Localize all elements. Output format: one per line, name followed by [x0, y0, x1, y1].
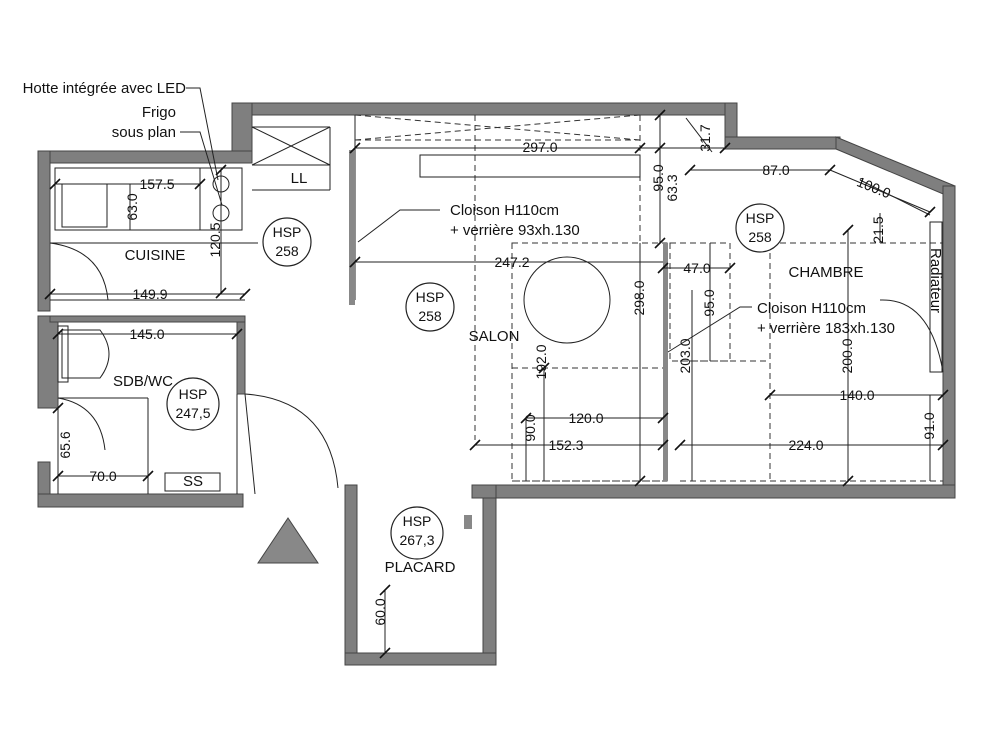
- dim-120: 120.0: [568, 410, 603, 426]
- note-hotte: Hotte intégrée avec LED: [23, 80, 187, 97]
- wall-placard-stub: [471, 484, 497, 499]
- hsp-cuisine-value: 258: [275, 243, 299, 259]
- hsp-markers: HSP 258 HSP 258 HSP 258 HSP 247,5 HSP 26…: [166, 203, 785, 560]
- dim-145: 145.0: [129, 326, 164, 342]
- note-frigo-1: Frigo: [142, 104, 176, 121]
- dimension-lines: [50, 87, 943, 653]
- note-cloison1-1: Cloison H110cm: [450, 202, 559, 219]
- dim-298: 298.0: [631, 280, 647, 315]
- dim-21-5: 21.5: [870, 216, 886, 243]
- verriere-1: [349, 150, 355, 305]
- dim-91: 91.0: [921, 412, 937, 439]
- dim-63: 63.0: [124, 193, 140, 220]
- wall-sdb-right: [236, 315, 246, 395]
- dim-70: 70.0: [89, 468, 116, 484]
- verriere-2: [663, 243, 668, 481]
- label-radiateur: Radiateur: [927, 248, 944, 313]
- dim-247-2: 247.2: [494, 254, 529, 270]
- room-salon: SALON: [469, 328, 520, 345]
- wall-top-bedroom: [724, 136, 841, 150]
- dimension-ticks: [44, 109, 949, 659]
- wall-sdb-top: [49, 315, 246, 323]
- dim-152-3: 152.3: [548, 437, 583, 453]
- dim-120-5: 120.5: [207, 222, 223, 257]
- dim-192: 192.0: [533, 344, 549, 379]
- hsp-placard-label: HSP: [403, 513, 432, 529]
- wall-top-kitchen: [37, 150, 253, 164]
- entrance-arrow-icon: [257, 517, 319, 564]
- dimension-values: 297.0 31.7 87.0 100.0 95.0 63.3 21.5 157…: [57, 124, 937, 625]
- room-labels: CUISINE SALON CHAMBRE SDB/WC PLACARD LL …: [113, 170, 944, 576]
- dim-224: 224.0: [788, 437, 823, 453]
- note-cloison2-1: Cloison H110cm: [757, 300, 866, 317]
- wall-diagonal: [835, 136, 956, 197]
- room-placard: PLACARD: [385, 559, 456, 576]
- dim-100: 100.0: [855, 173, 894, 201]
- note-frigo-2: sous plan: [112, 124, 176, 141]
- wall-placard-bottom: [344, 652, 497, 666]
- room-cuisine: CUISINE: [125, 247, 186, 264]
- wall-bottom-sdb: [37, 493, 244, 508]
- hsp-sdb-label: HSP: [179, 386, 208, 402]
- room-ss: SS: [183, 473, 203, 490]
- wall-placard-right: [482, 484, 497, 666]
- dim-200: 200.0: [839, 338, 855, 373]
- note-cloison2-2: + verrière 183xh.130: [757, 320, 895, 337]
- dim-47: 47.0: [683, 260, 710, 276]
- dim-87: 87.0: [762, 162, 789, 178]
- walls: [37, 102, 956, 666]
- hsp-salon-label: HSP: [416, 289, 445, 305]
- dim-297: 297.0: [522, 139, 557, 155]
- wall-right: [942, 185, 956, 499]
- annotations: Hotte intégrée avec LED Frigo sous plan …: [23, 80, 895, 337]
- hsp-sdb-value: 247,5: [175, 405, 210, 421]
- wall-left: [37, 150, 51, 312]
- hsp-chambre-value: 258: [748, 229, 772, 245]
- dim-90: 90.0: [522, 414, 538, 441]
- room-ll: LL: [291, 170, 308, 187]
- dim-157-5: 157.5: [139, 176, 174, 192]
- dim-31-7: 31.7: [697, 124, 713, 151]
- hsp-salon-value: 258: [418, 308, 442, 324]
- wall-left-mid: [37, 315, 59, 409]
- dim-63-3: 63.3: [664, 174, 680, 201]
- interior-lines: [49, 114, 944, 564]
- dim-203: 203.0: [677, 338, 693, 373]
- note-cloison1-2: + verrière 93xh.130: [450, 222, 580, 239]
- dim-65-6: 65.6: [57, 431, 73, 458]
- hsp-chambre-label: HSP: [746, 210, 775, 226]
- dim-140: 140.0: [839, 387, 874, 403]
- room-chambre: CHAMBRE: [788, 264, 863, 281]
- hsp-placard-value: 267,3: [399, 532, 434, 548]
- room-sdb: SDB/WC: [113, 373, 173, 390]
- dim-95b: 95.0: [701, 289, 717, 316]
- dim-149-9: 149.9: [132, 286, 167, 302]
- dim-95a: 95.0: [650, 164, 666, 191]
- hsp-cuisine-label: HSP: [273, 224, 302, 240]
- wall-placard-left: [344, 484, 358, 666]
- wall-bottom-right: [471, 484, 956, 499]
- dim-60: 60.0: [372, 598, 388, 625]
